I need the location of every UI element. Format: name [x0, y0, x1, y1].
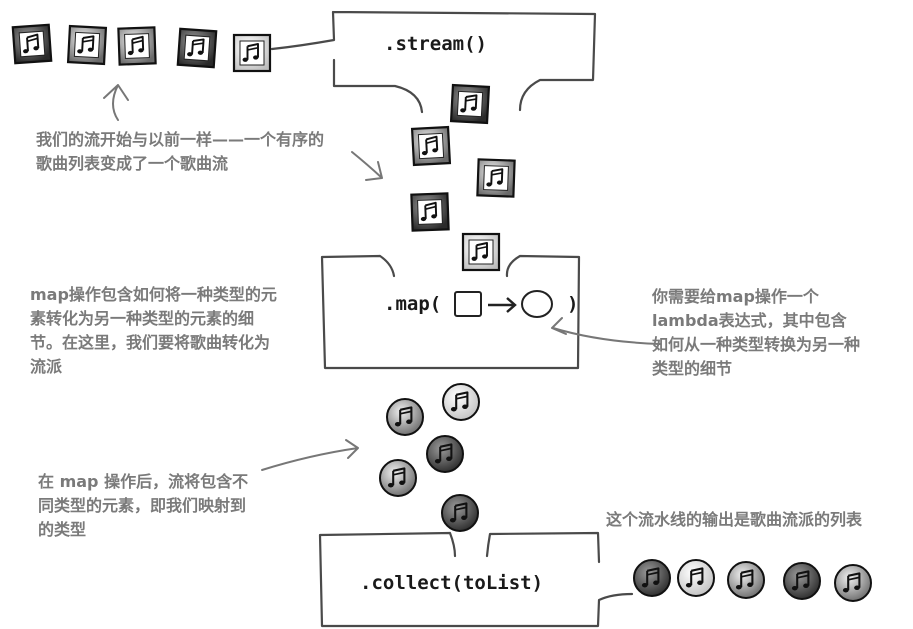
music-note-square-icon	[11, 23, 53, 65]
circle-icon	[521, 290, 553, 318]
music-note-circle-icon	[441, 494, 479, 532]
stream-note: 我们的流开始与以前一样——一个有序的歌曲列表变成了一个歌曲流	[36, 130, 325, 173]
output-note: 这个流水线的输出是歌曲流派的列表	[606, 510, 863, 529]
music-note-circle-icon	[426, 435, 464, 473]
stream-box: .stream()	[270, 10, 597, 114]
arrow-right-icon	[488, 297, 517, 313]
music-note-circle-icon	[727, 561, 765, 599]
genres-layer	[379, 383, 872, 602]
music-note-circle-icon	[386, 398, 424, 436]
music-note-square-icon	[66, 24, 108, 66]
annotation-arrows	[103, 84, 661, 471]
arrow-right-icon-2	[261, 439, 359, 471]
music-note-square-icon	[410, 125, 452, 167]
music-note-square-icon	[461, 232, 501, 272]
music-note-circle-icon	[677, 559, 715, 597]
music-note-square-icon	[117, 26, 157, 66]
music-note-circle-icon	[633, 559, 671, 597]
music-note-circle-icon	[783, 562, 821, 600]
arrow-down-right-icon	[351, 151, 383, 181]
music-note-square-icon	[176, 27, 218, 69]
music-note-circle-icon	[379, 459, 417, 497]
music-note-square-icon	[232, 33, 272, 73]
map-box: .map( )	[320, 254, 581, 370]
songs-layer	[11, 23, 516, 272]
map-right-note: 你需要给map操作一个lambda表达式，其中包含如何从一种类型转换为另一种类型…	[652, 287, 861, 378]
music-note-circle-icon	[834, 564, 872, 602]
music-note-circle-icon	[442, 383, 480, 421]
arrow-left-icon	[551, 317, 661, 345]
music-note-square-icon	[476, 158, 516, 198]
after-map-note: 在 map 操作后，流将包含不同类型的元素，即我们映射到的类型	[38, 472, 249, 539]
arrow-up-icon	[103, 84, 129, 121]
collect-label: .collect(toList)	[360, 572, 543, 594]
stream-label: .stream()	[384, 33, 487, 55]
collect-box: .collect(toList)	[318, 531, 634, 628]
music-note-square-icon	[449, 83, 491, 125]
map-close-paren: )	[567, 293, 578, 315]
map-label: .map(	[384, 293, 441, 315]
map-left-note: map操作包含如何将一种类型的元素转化为另一种类型的元素的细节。在这里，我们要将…	[30, 285, 277, 376]
square-icon	[454, 291, 482, 317]
music-note-square-icon	[410, 192, 450, 232]
